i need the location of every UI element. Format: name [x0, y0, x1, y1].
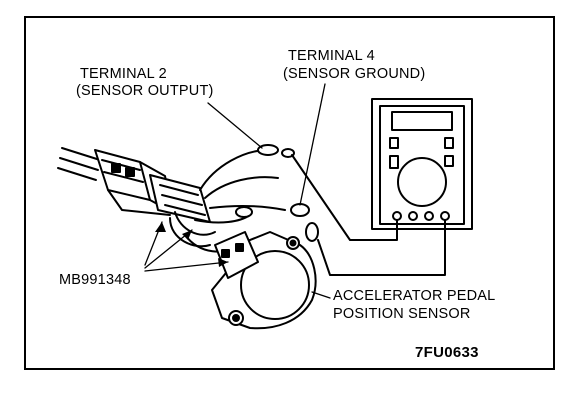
figure-code: 7FU0633 [415, 344, 479, 361]
terminal-4-label: TERMINAL 4 [288, 48, 375, 64]
arrowhead [182, 230, 192, 240]
multimeter [371, 98, 473, 230]
tool-label: MB991348 [59, 272, 131, 288]
accelerator-pedal-position-sensor [211, 231, 317, 330]
terminal-2-label: TERMINAL 2 [80, 66, 167, 82]
arrowhead [218, 258, 228, 267]
diagram-frame [24, 16, 555, 370]
test-harness-tool [149, 174, 216, 248]
test-leads [291, 154, 446, 276]
harness-wires [57, 147, 101, 181]
leader-lines [144, 83, 331, 299]
harness-connector [94, 149, 173, 216]
arrowhead [155, 222, 166, 232]
terminal-4-sublabel: (SENSOR GROUND) [283, 66, 426, 82]
probe-clips [235, 144, 319, 242]
sensor-label: ACCELERATOR PEDAL [333, 288, 496, 304]
terminal-2-sublabel: (SENSOR OUTPUT) [76, 83, 214, 99]
sensor-sublabel: POSITION SENSOR [333, 306, 471, 322]
